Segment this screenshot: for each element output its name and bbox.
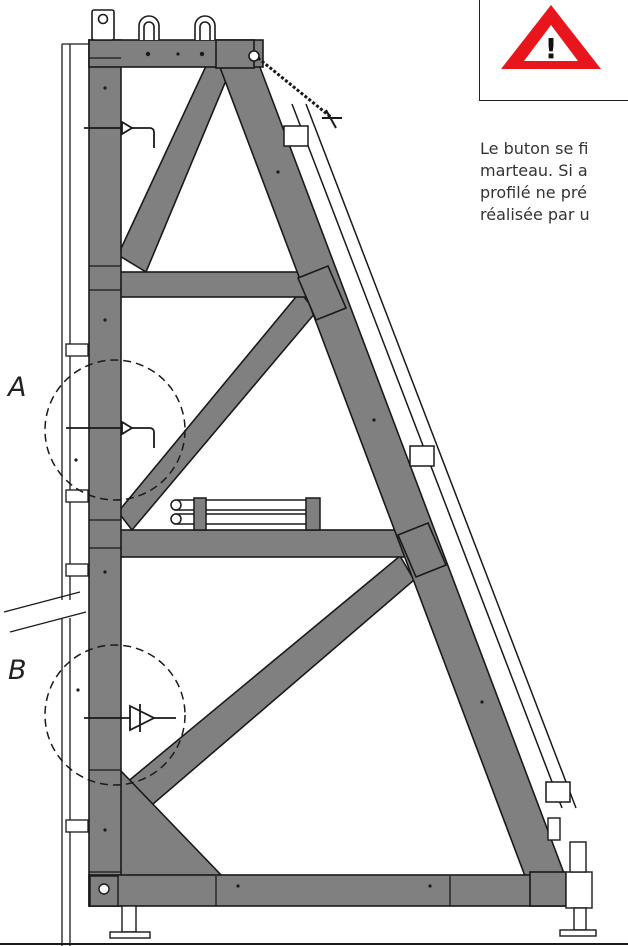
splice-plate-upper bbox=[296, 264, 348, 322]
splice-plate-lower bbox=[396, 521, 448, 579]
note-line: Le buton se fi bbox=[480, 139, 589, 158]
note-text: Le buton se fi marteau. Si a profilé ne … bbox=[480, 138, 628, 226]
note-line: profilé ne pré bbox=[480, 183, 587, 202]
note-line: réalisée par u bbox=[480, 205, 590, 224]
bottom-beam bbox=[88, 874, 566, 907]
detail-circles bbox=[44, 359, 186, 786]
lower-diagonal-brace bbox=[118, 554, 416, 812]
middle-diagonal-brace bbox=[116, 290, 318, 532]
lifting-eyes bbox=[91, 9, 260, 62]
corner-plate-bottom bbox=[529, 871, 567, 907]
detail-circle-b bbox=[44, 644, 186, 786]
warning-triangle-icon: ! bbox=[501, 5, 601, 69]
hook-bolts bbox=[66, 120, 176, 732]
upper-diagonal-brace bbox=[116, 65, 234, 274]
detail-circle-a bbox=[44, 359, 186, 501]
detail-label-a: A bbox=[8, 372, 27, 403]
post-joint-marks bbox=[89, 57, 451, 906]
detail-label-b: B bbox=[8, 655, 27, 686]
upper-rail bbox=[117, 271, 309, 298]
stored-prop bbox=[170, 497, 321, 531]
warning-symbol: ! bbox=[545, 32, 558, 65]
note-line: marteau. Si a bbox=[480, 161, 588, 180]
rivets bbox=[74, 51, 484, 888]
tension-chain bbox=[257, 56, 342, 129]
middle-rail bbox=[117, 529, 409, 558]
warning-box: ! bbox=[479, 0, 628, 101]
prop-rod bbox=[283, 103, 577, 809]
corner-plate-top bbox=[215, 39, 255, 69]
formwork-panel bbox=[3, 43, 89, 946]
vertical-post bbox=[88, 39, 122, 907]
base-feet bbox=[0, 817, 628, 945]
